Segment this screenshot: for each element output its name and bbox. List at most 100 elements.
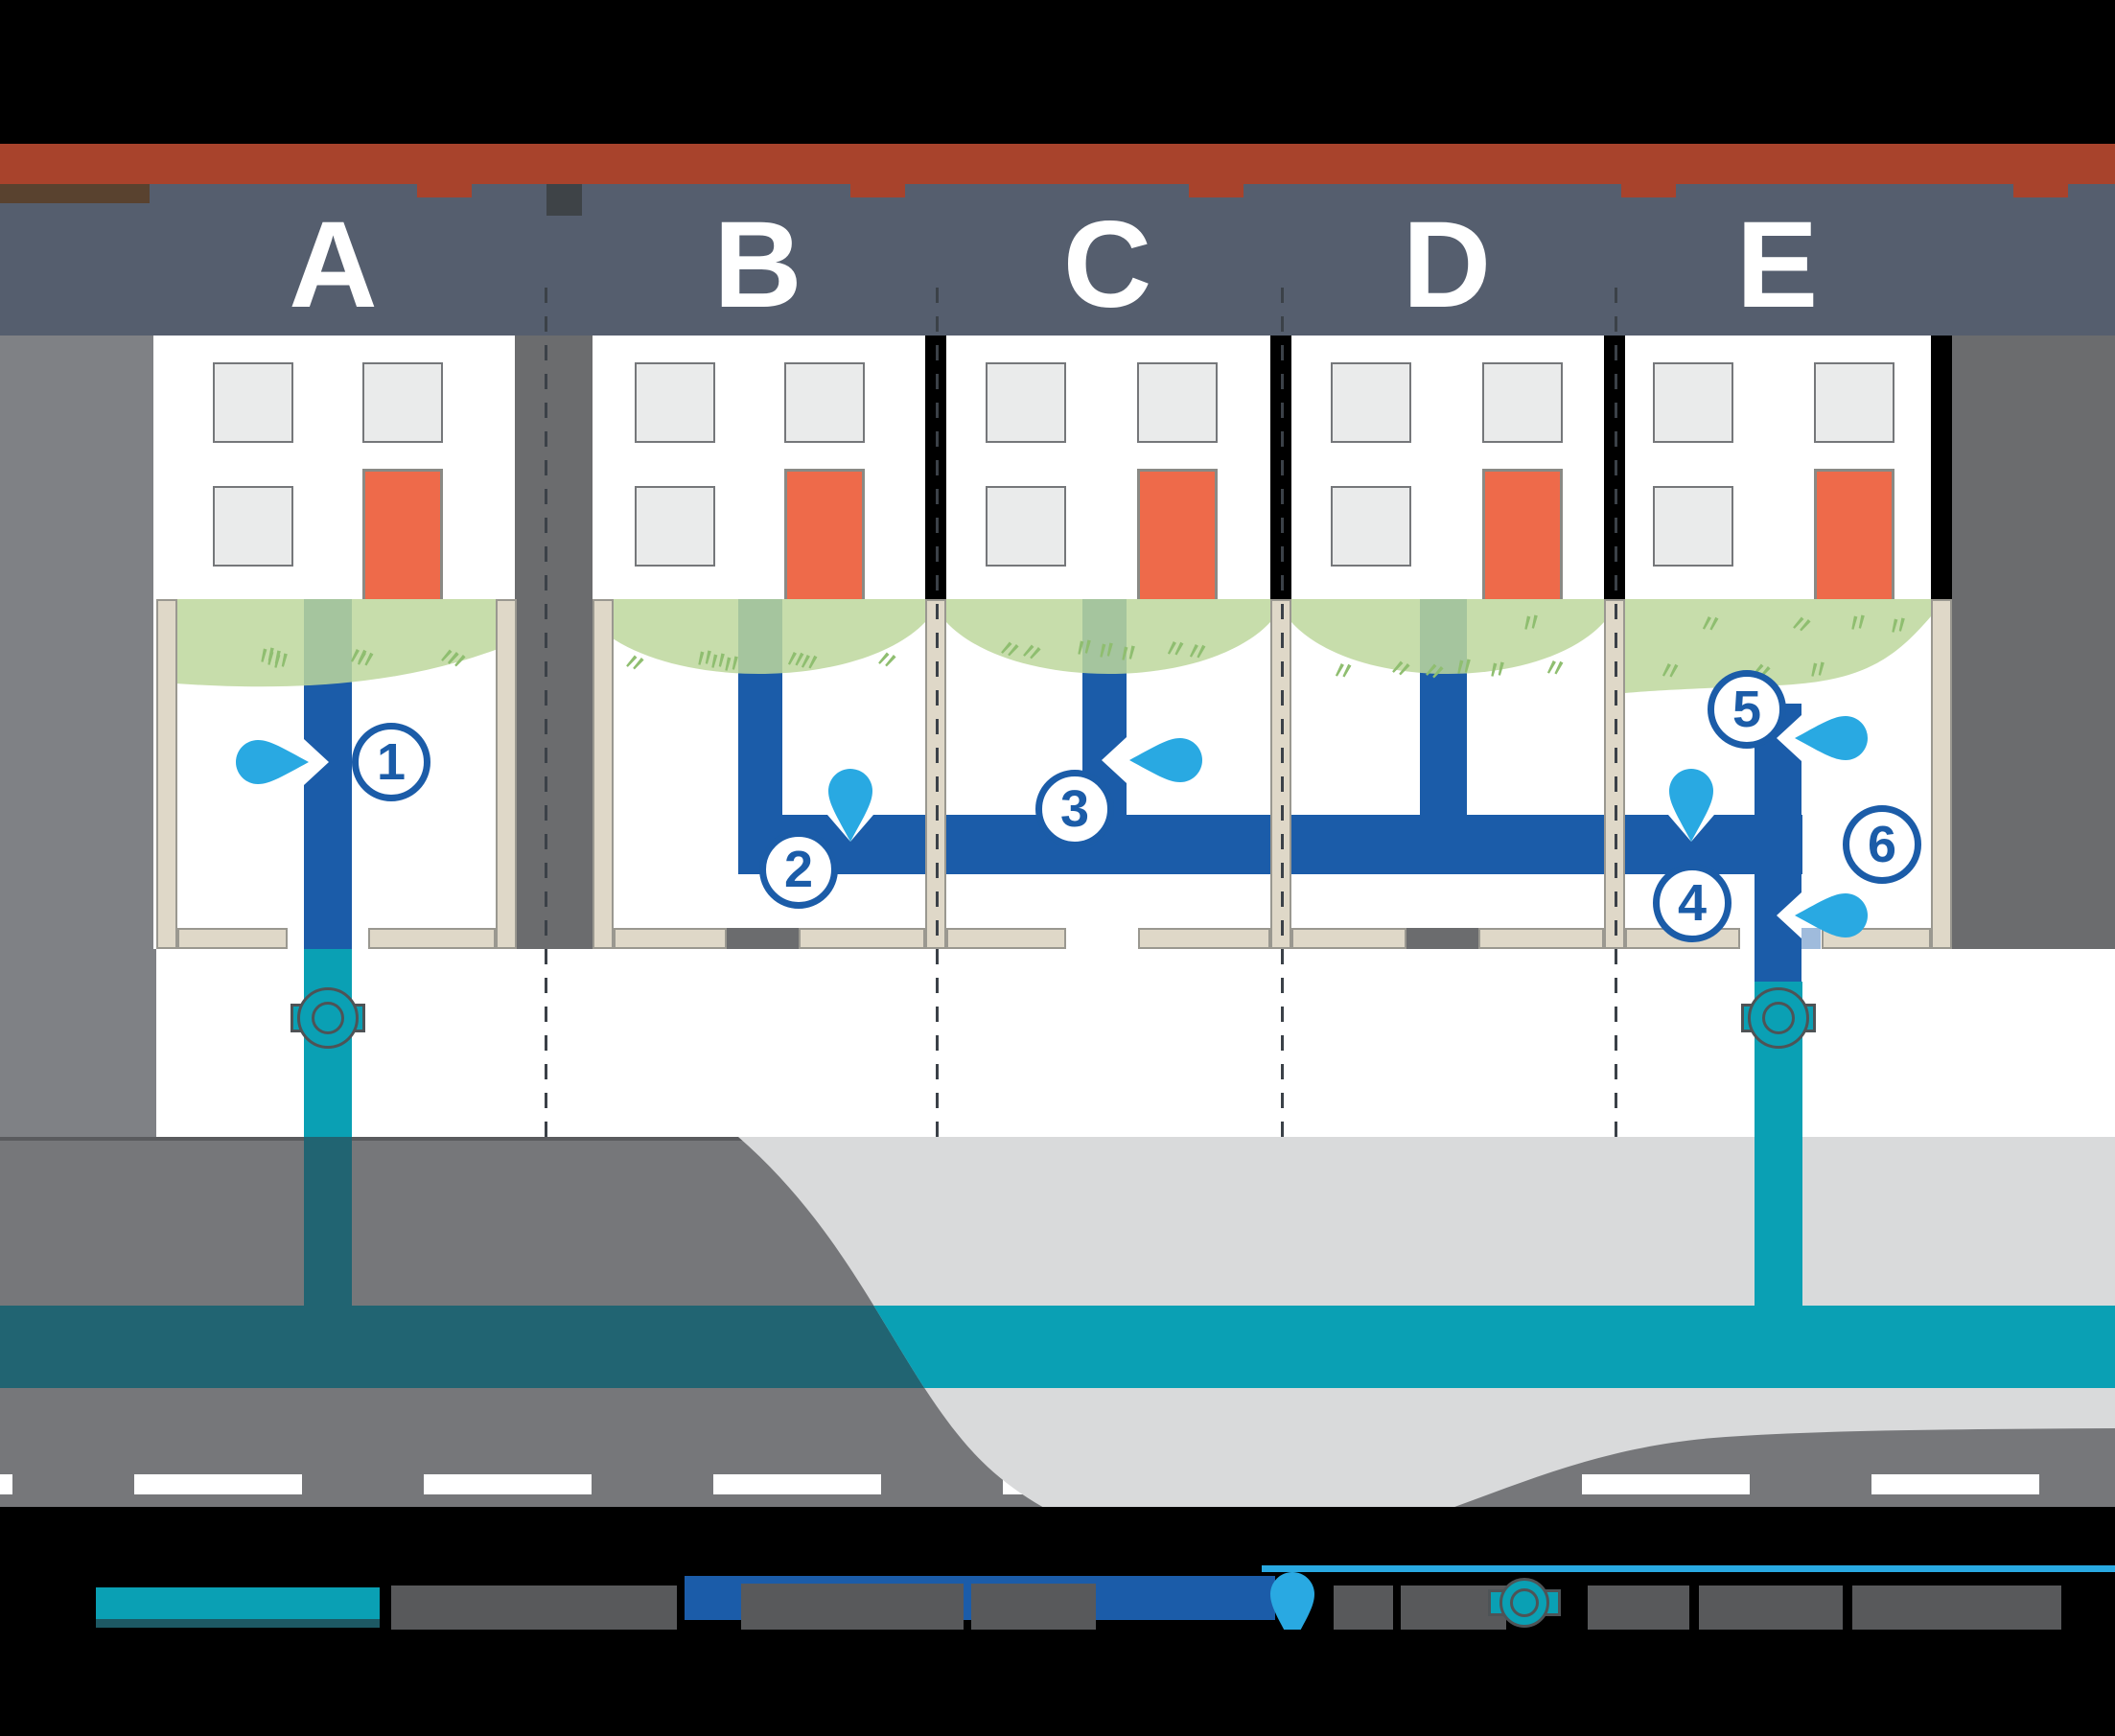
legend-label-occluded-4a: [1588, 1586, 1689, 1630]
building-label-D: D: [1402, 197, 1494, 334]
window-A-low: [213, 486, 293, 567]
crop-bar-bottom: [0, 1630, 2115, 1736]
legend-label-occluded-2a: [741, 1584, 964, 1630]
door-A: [362, 469, 443, 599]
window-B-top0: [635, 362, 715, 443]
door-B: [784, 469, 865, 599]
tap-marker-6: 6: [1843, 805, 1921, 884]
tap-marker-5: 5: [1708, 670, 1786, 749]
grass-B: [593, 599, 925, 674]
foundation-vent-B: [727, 928, 799, 949]
tap-marker-3: 3: [1035, 770, 1114, 848]
tap-notch-4: [1777, 715, 1801, 761]
tap-notch-0: [304, 739, 329, 785]
window-C-low: [986, 486, 1066, 567]
lane-dash: [424, 1474, 592, 1494]
legend-label-occluded-3a: [1334, 1586, 1393, 1630]
lane-dash: [134, 1474, 302, 1494]
tap-notch-2: [1102, 737, 1127, 783]
tap-marker-4: 4: [1653, 864, 1732, 942]
water-drop-icon-2: [828, 769, 872, 842]
crop-bar-legend-left: [0, 1564, 96, 1630]
building-band-slate: [0, 184, 2115, 336]
legend-highlight-line: [1262, 1565, 2115, 1572]
gap-A-B: [515, 336, 593, 949]
grass-A: [175, 599, 515, 687]
legend-swatch-main-line-shade: [96, 1619, 380, 1628]
legend-meter-icon-inner: [1510, 1588, 1539, 1617]
water-meter-icon-inner: [312, 1002, 344, 1034]
roof-tab-3: [1621, 184, 1676, 197]
window-C-top0: [986, 362, 1066, 443]
legend-label-occluded-4c: [1852, 1586, 2061, 1630]
margin-right-gray: [1952, 336, 2115, 949]
building-label-C: C: [1062, 197, 1154, 334]
house-wall-6: [1931, 599, 1952, 949]
legend-label-occluded-2b: [971, 1584, 1096, 1630]
street-main-over-sidewalk: [738, 1306, 2115, 1388]
foundation-strip-7: [1478, 928, 1604, 949]
lane-dash: [0, 1474, 12, 1494]
legend-label-occluded-4b: [1699, 1586, 1843, 1630]
window-B-low: [635, 486, 715, 567]
window-C-top1: [1137, 362, 1218, 443]
foundation-strip-5: [1138, 928, 1270, 949]
window-D-top0: [1331, 362, 1411, 443]
house-wall-0: [156, 599, 177, 949]
legend-label-occluded-1: [391, 1586, 677, 1630]
crop-bar-top: [0, 0, 2115, 144]
building-label-B: B: [713, 197, 804, 334]
roof-tab-0: [417, 184, 472, 197]
parcel-boundary-dashed-0: [545, 288, 547, 1137]
window-B-top1: [784, 362, 865, 443]
foundation-strip-3: [799, 928, 925, 949]
roof-tab-4: [2013, 184, 2068, 197]
service-pipe-E: [1755, 982, 1802, 1388]
window-E-top0: [1653, 362, 1733, 443]
window-E-top1: [1814, 362, 1894, 443]
parcel-boundary-dashed-1: [936, 288, 939, 1137]
legend-water-drop-icon: [1270, 1572, 1314, 1645]
service-pipe-A-dark: [304, 1137, 352, 1306]
window-A-top1: [362, 362, 443, 443]
grass-C: [946, 599, 1270, 674]
roof-tab-2: [1189, 184, 1243, 197]
window-E-low: [1653, 486, 1733, 567]
water-meter-icon-inner: [1762, 1002, 1795, 1034]
roofline: [0, 144, 2115, 184]
foundation-strip-4: [946, 928, 1066, 949]
water-drop-icon-5: [1795, 716, 1868, 760]
tap-marker-1: 1: [352, 723, 430, 801]
roof-shadow-left: [0, 184, 150, 203]
foundation-vent-D: [1406, 928, 1478, 949]
house-wall-2: [593, 599, 614, 949]
grass-D: [1291, 599, 1604, 674]
legend-swatch-main-line: [96, 1587, 380, 1619]
margin-left-gray: [0, 336, 156, 1137]
parcel-boundary-dashed-2: [1281, 288, 1284, 1137]
crop-bar-middle: [0, 1507, 2115, 1564]
parcel-boundary-dashed-3: [1615, 288, 1617, 1137]
door-D: [1482, 469, 1563, 599]
door-E: [1814, 469, 1894, 599]
building-label-E: E: [1735, 197, 1821, 334]
water-drop-icon-6: [1795, 893, 1868, 937]
water-drop-icon-1: [236, 740, 309, 784]
tap-notch-5: [1777, 892, 1801, 938]
lane-dash: [713, 1474, 881, 1494]
foundation-strip-0: [177, 928, 288, 949]
window-A-top0: [213, 362, 293, 443]
door-C: [1137, 469, 1218, 599]
house-wall-1: [496, 599, 517, 949]
water-drop-icon-4: [1669, 769, 1713, 842]
building-label-A: A: [289, 197, 380, 334]
tap-marker-2: 2: [759, 830, 838, 909]
foundation-strip-6: [1291, 928, 1406, 949]
grass-E: [1625, 599, 1931, 693]
foundation-strip-2: [614, 928, 727, 949]
foundation-sleeve-E: [1801, 928, 1821, 949]
window-D-low: [1331, 486, 1411, 567]
